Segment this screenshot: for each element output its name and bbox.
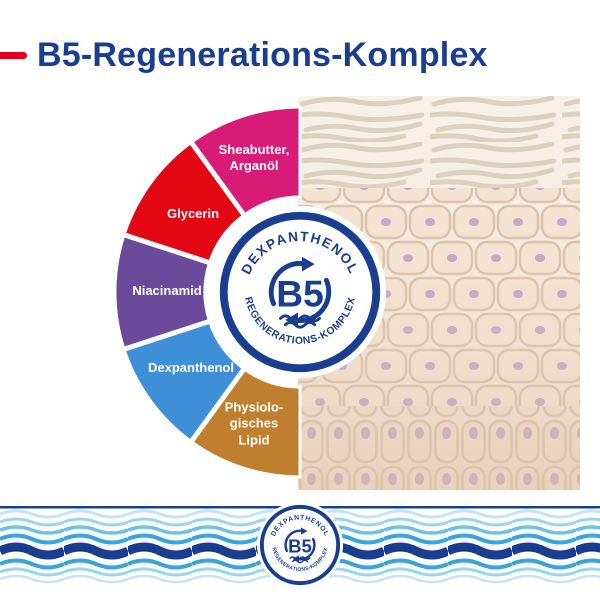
water-waves-icon [289,556,311,564]
badge-b5-text: B5 [288,535,312,556]
water-waves-icon [278,314,322,329]
refresh-arrows-icon [268,260,332,324]
segment-physiologisches-lipid [189,366,302,479]
badge-ring [259,504,341,586]
b5-badge-svg: DEXPANTHENOL REGENERATIONS-KOMPLEX B5 [213,205,387,379]
donut-svg [113,105,302,479]
donut-segments [113,105,302,479]
stratum-corneum-flakes [298,96,580,188]
segment-separators [118,136,248,448]
header: B5-Regenerations-Komplex [0,34,488,76]
ingredient-donut-chart [108,100,492,484]
refresh-arrows-icon [284,529,316,561]
page-title: B5-Regenerations-Komplex [37,35,488,74]
badge-b5-text: B5 [276,273,323,315]
b5-badge-small-svg: DEXPANTHENOL REGENERATIONS-KOMPLEX B5 [256,501,344,589]
badge-ring [219,211,381,373]
title-dash [0,51,27,59]
b5-badge: DEXPANTHENOL REGENERATIONS-KOMPLEX B5 [212,204,388,380]
b5-badge-small: DEXPANTHENOL REGENERATIONS-KOMPLEX B5 [256,501,344,589]
